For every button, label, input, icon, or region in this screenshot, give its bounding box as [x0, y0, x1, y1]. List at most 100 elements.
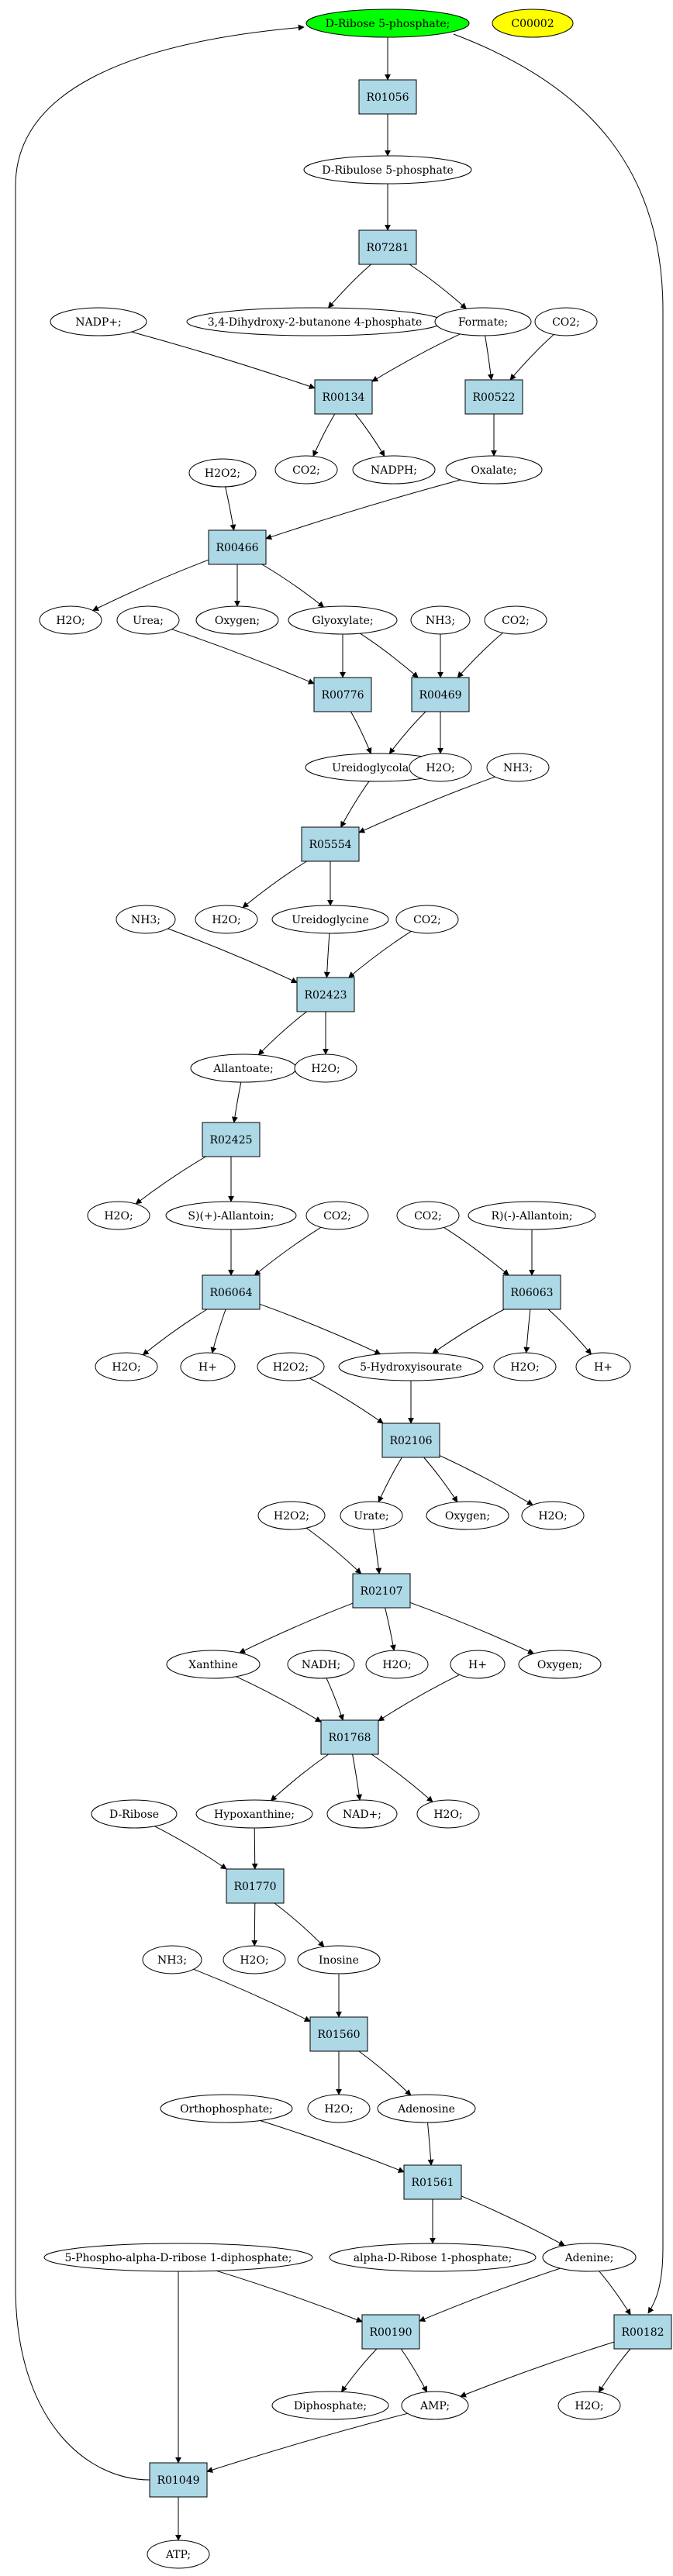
metabolite-ellipse [165, 1201, 297, 1230]
reaction-box [208, 529, 267, 565]
metabolite-ellipse [147, 2540, 210, 2569]
reaction-node-r00134: R00134 [314, 379, 373, 415]
reaction-box [309, 2016, 368, 2052]
node-label: R02106 [389, 1435, 432, 1447]
node-label: S)(+)-Allantoin; [188, 1210, 274, 1222]
edge-nh3_c-to-r02423 [167, 928, 298, 984]
node-label: Urea; [133, 615, 164, 627]
node-label: Adenine; [564, 2252, 614, 2264]
reaction-node-r02423: R02423 [296, 977, 355, 1012]
metabolite-ellipse [416, 1799, 480, 1829]
metabolite-node-h2o2_c: H2O2; [257, 1501, 326, 1530]
edge-r06064-to-hplus_a [210, 1309, 226, 1354]
metabolite-node-hplus_a: H+ [180, 1352, 236, 1381]
metabolite-ellipse [329, 2243, 537, 2272]
metabolite-ellipse [409, 753, 472, 782]
metabolite-node-nadplus: NAD+; [326, 1799, 398, 1829]
metabolite-node-adenine: Adenine; [542, 2243, 637, 2272]
edge-r01770-to-inosine [274, 1902, 325, 1947]
metabolite-node-h2o_j: H2O; [416, 1799, 480, 1829]
edge-urate-to-r02107 [372, 1529, 382, 1574]
metabolite-ellipse [271, 2391, 389, 2420]
metabolite-ellipse [484, 605, 547, 635]
metabolite-node-ureidoglycine: Ureidoglycine [271, 905, 389, 934]
metabolite-ellipse [365, 1650, 429, 1679]
metabolite-ellipse [195, 905, 258, 934]
edge-nadp-to-r00134 [131, 331, 316, 390]
node-label: H2O; [575, 2400, 603, 2412]
node-label: H+ [594, 1361, 613, 1374]
metabolite-node-h2o_g: H2O; [493, 1352, 557, 1381]
node-label: R05554 [309, 839, 351, 851]
node-label: H+ [198, 1361, 217, 1374]
node-label: D-Ribose 5-phosphate; [326, 18, 450, 30]
reaction-box [358, 229, 417, 265]
metabolite-node-h2o_c: H2O; [195, 905, 258, 934]
edge-prpp-to-r00190 [216, 2270, 363, 2323]
edge-co2_c-to-r00469 [457, 633, 503, 678]
node-label: CO2; [414, 1210, 442, 1222]
edge-xanthine-to-r01768 [236, 1676, 322, 1723]
node-label: Diphosphate; [294, 2400, 367, 2412]
node-label: Glyoxylate; [312, 615, 373, 627]
reaction-box [226, 1868, 285, 1904]
node-label: R01770 [233, 1881, 276, 1893]
metabolite-ellipse [395, 905, 459, 934]
metabolite-node-oxygen_c: Oxygen; [518, 1650, 602, 1679]
reaction-node-r01768: R01768 [320, 1719, 379, 1755]
node-label: R00522 [472, 391, 515, 404]
metabolite-node-xanthine: Xanthine [166, 1650, 261, 1679]
metabolite-node-hplus_b: H+ [575, 1352, 631, 1381]
node-label: CO2; [323, 1210, 351, 1222]
reaction-box [381, 1422, 440, 1458]
metabolite-ellipse [195, 605, 279, 635]
edge-r00469-to-ureidoglycolate [388, 711, 426, 754]
edge-r01768-to-h2o_j [371, 1754, 433, 1802]
node-label: Ureidoglycine [292, 914, 369, 926]
edge-r07281-to-formate [409, 264, 467, 309]
reaction-box [502, 1274, 561, 1310]
node-label: Inosine [319, 1954, 359, 1967]
edge-r00466-to-h2o_a [91, 559, 209, 611]
node-label: CO2; [502, 615, 530, 627]
node-label: H2O; [426, 762, 454, 774]
node-label: H2O; [56, 615, 85, 627]
edge-dribose-to-r01770 [154, 1826, 227, 1870]
edge-r06063-to-h2o_g [523, 1309, 531, 1354]
edge-r02106-to-urate [378, 1457, 402, 1503]
metabolite-node-diphosphate: Diphosphate; [271, 2391, 389, 2420]
node-label: D-Ribulose 5-phosphate [322, 164, 454, 177]
metabolite-node-adenosine: Adenosine [377, 2094, 476, 2123]
metabolite-node-formate: Formate; [434, 307, 532, 336]
edge-h2o2_a-to-r00466 [225, 486, 236, 531]
node-label: R06064 [209, 1287, 252, 1299]
edge-formate-to-r00134 [371, 333, 461, 382]
metabolite-ellipse [521, 1501, 585, 1530]
node-label: 5-Phospho-alpha-D-ribose 1-diphosphate; [64, 2252, 292, 2264]
edge-r00776-to-ureidoglycolate [350, 711, 372, 754]
node-label: H2O; [510, 1361, 539, 1374]
metabolite-node-dru5p: D-Ribulose 5-phosphate [303, 155, 472, 184]
edge-urea-to-r00776 [171, 629, 315, 685]
metabolite-node-hypoxanthine: Hypoxanthine; [195, 1799, 313, 1829]
metabolite-ellipse [223, 1945, 286, 1974]
edge-h2o2_c-to-r02107 [305, 1527, 362, 1574]
metabolite-ellipse [50, 307, 147, 336]
metabolite-ellipse [305, 9, 470, 38]
metabolite-node-oxalate: Oxalate; [445, 455, 543, 485]
metabolite-node-inosine: Inosine [297, 1945, 381, 1974]
reaction-box [361, 2314, 420, 2350]
node-label: 5-Hydroxyisourate [360, 1361, 462, 1374]
node-label: R00190 [369, 2326, 412, 2339]
node-label: Oxygen; [537, 1659, 582, 1671]
metabolite-ellipse [305, 1201, 369, 1230]
node-layer: D-Ribose 5-phosphate;C00002R01056D-Ribul… [39, 9, 672, 2569]
edge-r00190-to-diphosphate [341, 2348, 378, 2392]
reaction-box [613, 2314, 672, 2350]
node-label: R01056 [366, 91, 409, 104]
edge-nh3_d-to-r01560 [193, 1968, 311, 2022]
metabolite-ellipse [274, 455, 338, 485]
node-label: H2O; [112, 1361, 140, 1374]
node-label: R00776 [321, 689, 364, 702]
